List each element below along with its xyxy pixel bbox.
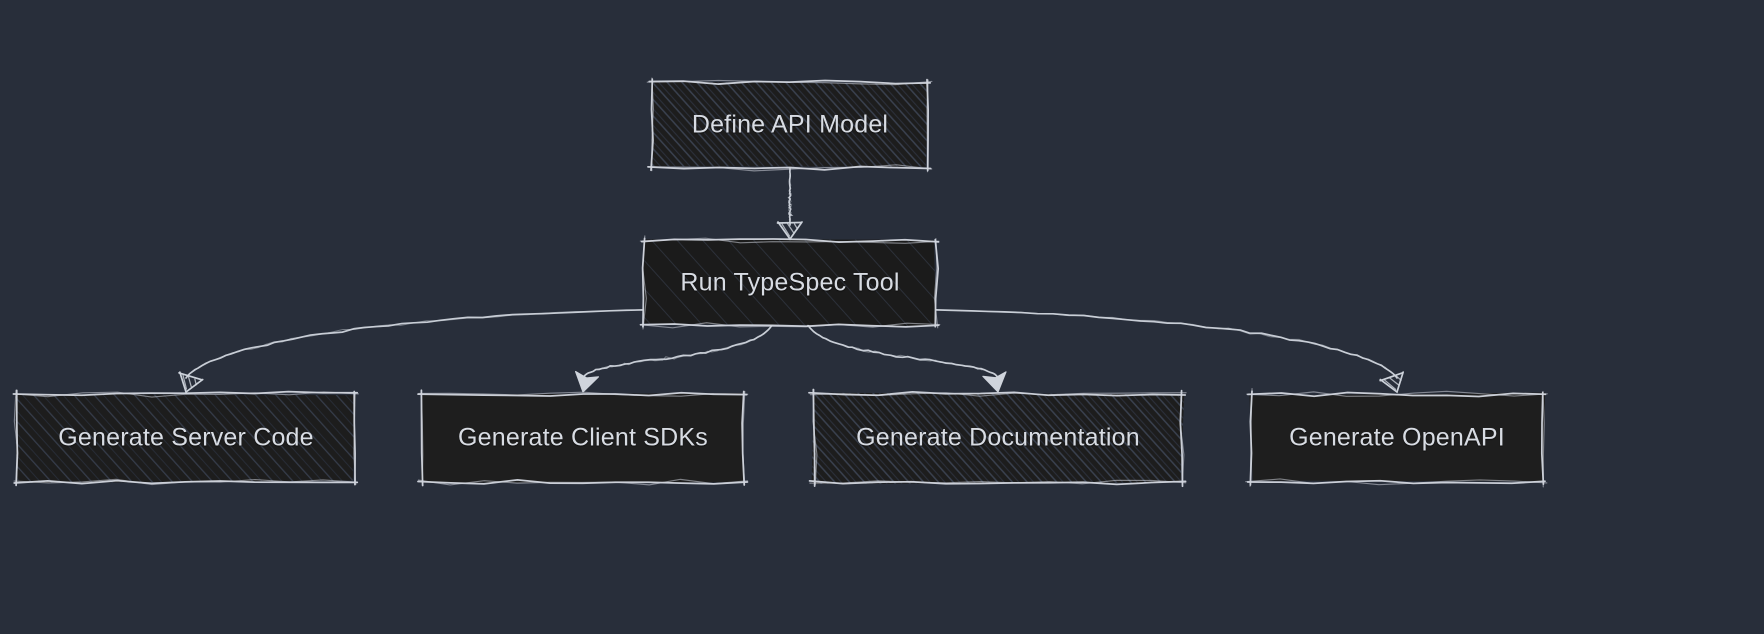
edge-edge-run-to-server — [186, 310, 644, 378]
edge-edge-run-to-openapi — [936, 310, 1397, 378]
node-hit-generate-openapi[interactable] — [1251, 394, 1543, 482]
edge-edge-run-to-sdks — [583, 325, 772, 378]
node-hit-generate-documentation[interactable] — [814, 394, 1182, 482]
node-hit-run-typespec-tool[interactable] — [644, 241, 936, 325]
edge-edge-run-to-docs — [808, 325, 998, 378]
edge-edge-run-to-openapi — [936, 310, 1397, 378]
edge-edge-run-to-sdks — [583, 325, 772, 378]
arrowhead-stroke — [778, 223, 802, 224]
node-hit-generate-server-code[interactable] — [17, 394, 355, 482]
node-hit-define-api-model[interactable] — [652, 82, 928, 168]
node-hit-generate-client-sdks[interactable] — [422, 394, 744, 482]
edge-edge-run-to-docs — [808, 325, 998, 378]
arrowhead-open-icon — [1380, 372, 1409, 396]
arrowhead-stroke — [795, 224, 798, 229]
edge-edge-run-to-server — [186, 310, 644, 378]
